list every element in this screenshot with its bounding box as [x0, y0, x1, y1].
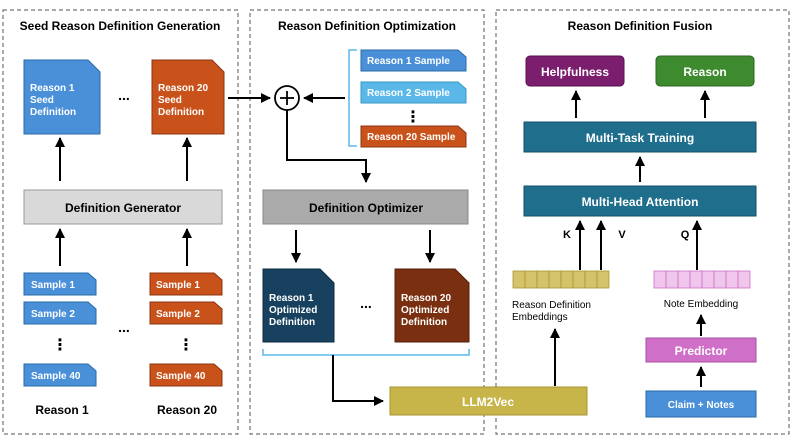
- reason20-sample-1: [149, 272, 223, 296]
- definition-generator-label: Definition Generator: [65, 201, 181, 215]
- note-embedding-cell: [677, 270, 691, 289]
- arrow-plus-to-optimizer: [286, 110, 371, 183]
- helpfulness-label: Helpfulness: [541, 65, 609, 79]
- reason20-sample-2-label: Sample 2: [156, 309, 200, 320]
- reason-embeddings-caption: Reason Definition Embeddings: [512, 300, 594, 323]
- reason20-sample-1-label: Sample 1: [156, 280, 200, 291]
- definition-optimizer-label: Definition Optimizer: [309, 201, 423, 215]
- optimized-doc-reason20-label: Reason 20 Optimized Definition: [401, 293, 454, 328]
- reason1-sample-40: [23, 363, 97, 387]
- reason1-sample-40-label: Sample 40: [31, 371, 81, 382]
- panel-seed: [2, 9, 239, 435]
- reason20-sample-item-label: Reason 20 Sample: [367, 132, 456, 143]
- reason1-sample-item: [360, 49, 467, 72]
- q-label: Q: [681, 229, 690, 241]
- reason1-samples-vdots: ⋮: [52, 337, 68, 354]
- multitask-training-label: Multi-Task Training: [586, 131, 694, 145]
- reason-embedding-cell: [584, 270, 598, 289]
- reason20-caption: Reason 20: [157, 403, 217, 417]
- panel-fusion: [495, 9, 790, 435]
- seed-doc-reason1-label: Reason 1 Seed Definition: [30, 83, 77, 118]
- note-embedding-cell: [665, 270, 679, 289]
- optimized-doc-ellipsis: ...: [360, 295, 372, 311]
- seed-doc-reason1: [23, 59, 101, 135]
- sample-list-bracket: [348, 49, 357, 147]
- reason20-sample-2: [149, 301, 223, 325]
- claim-notes-box: [645, 390, 757, 418]
- reason-embedding-cell: [572, 270, 586, 289]
- definition-generator-box: [23, 189, 223, 225]
- reason20-sample-40-label: Sample 40: [156, 371, 206, 382]
- reason-label: Reason: [683, 65, 726, 79]
- reason2-sample-item: [360, 81, 467, 104]
- predictor-box: [645, 337, 757, 363]
- note-embedding-cell: [653, 270, 667, 289]
- helpfulness-output: [525, 55, 625, 87]
- seed-doc-ellipsis: ...: [118, 87, 130, 103]
- note-embedding-cells: [653, 270, 751, 289]
- reason-embedding-cell: [512, 270, 526, 289]
- panel-seed-title: Seed Reason Definition Generation: [20, 19, 221, 33]
- reason1-sample-1-label: Sample 1: [31, 280, 75, 291]
- reason-embedding-cell: [548, 270, 562, 289]
- multitask-training-box: [523, 121, 757, 153]
- panel-optimization-title: Reason Definition Optimization: [278, 19, 456, 33]
- panel-fusion-title: Reason Definition Fusion: [568, 19, 713, 33]
- llm2vec-label: LLM2Vec: [462, 395, 514, 409]
- claim-notes-label: Claim + Notes: [668, 400, 735, 411]
- note-embedding-cell: [737, 270, 751, 289]
- reason20-samples-vdots: ⋮: [178, 337, 194, 354]
- seed-doc-reason20: [151, 59, 225, 135]
- predictor-label: Predictor: [675, 344, 728, 358]
- k-label: K: [563, 229, 571, 241]
- reason-embedding-cell: [596, 270, 610, 289]
- optimized-doc-reason1-label: Reason 1 Optimized Definition: [269, 293, 320, 328]
- reason20-sample-item: [360, 125, 467, 148]
- multihead-attention-box: [523, 185, 757, 217]
- reason1-sample-2: [23, 301, 97, 325]
- reason-embedding-cells: [512, 270, 610, 289]
- note-embedding-cell: [701, 270, 715, 289]
- sample-list-vdots: ⋮: [405, 109, 421, 126]
- note-embedding-cell: [713, 270, 727, 289]
- note-embedding-caption: Note Embedding: [664, 299, 739, 310]
- reason1-sample-2-label: Sample 2: [31, 309, 75, 320]
- optimized-doc-reason1: [262, 268, 335, 343]
- optimized-doc-reason20: [394, 268, 470, 343]
- reason20-sample-40: [149, 363, 223, 387]
- optimized-docs-bracket: [262, 349, 470, 356]
- samples-ellipsis: ...: [118, 319, 130, 335]
- reason20-samples: Sample 1 Sample 2 ⋮ Sample 40: [149, 272, 223, 387]
- reason-embedding-cell: [536, 270, 550, 289]
- note-embedding-cell: [689, 270, 703, 289]
- note-embedding-cell: [725, 270, 739, 289]
- llm2vec-box: [389, 386, 588, 416]
- reason1-samples: Sample 1 Sample 2 ⋮ Sample 40: [23, 272, 97, 387]
- reason1-sample-item-label: Reason 1 Sample: [367, 56, 450, 67]
- v-label: V: [618, 229, 626, 241]
- reason-embedding-cell: [560, 270, 574, 289]
- reason1-caption: Reason 1: [35, 403, 89, 417]
- reason2-sample-item-label: Reason 2 Sample: [367, 88, 450, 99]
- seed-doc-reason20-label: Reason 20 Seed Definition: [158, 83, 211, 118]
- reason-embedding-cell: [524, 270, 538, 289]
- reason-output: [655, 55, 755, 87]
- multihead-attention-label: Multi-Head Attention: [582, 195, 699, 209]
- reason1-sample-1: [23, 272, 97, 296]
- arrow-docs-to-llm2vec: [332, 355, 384, 406]
- definition-optimizer-box: [262, 189, 469, 225]
